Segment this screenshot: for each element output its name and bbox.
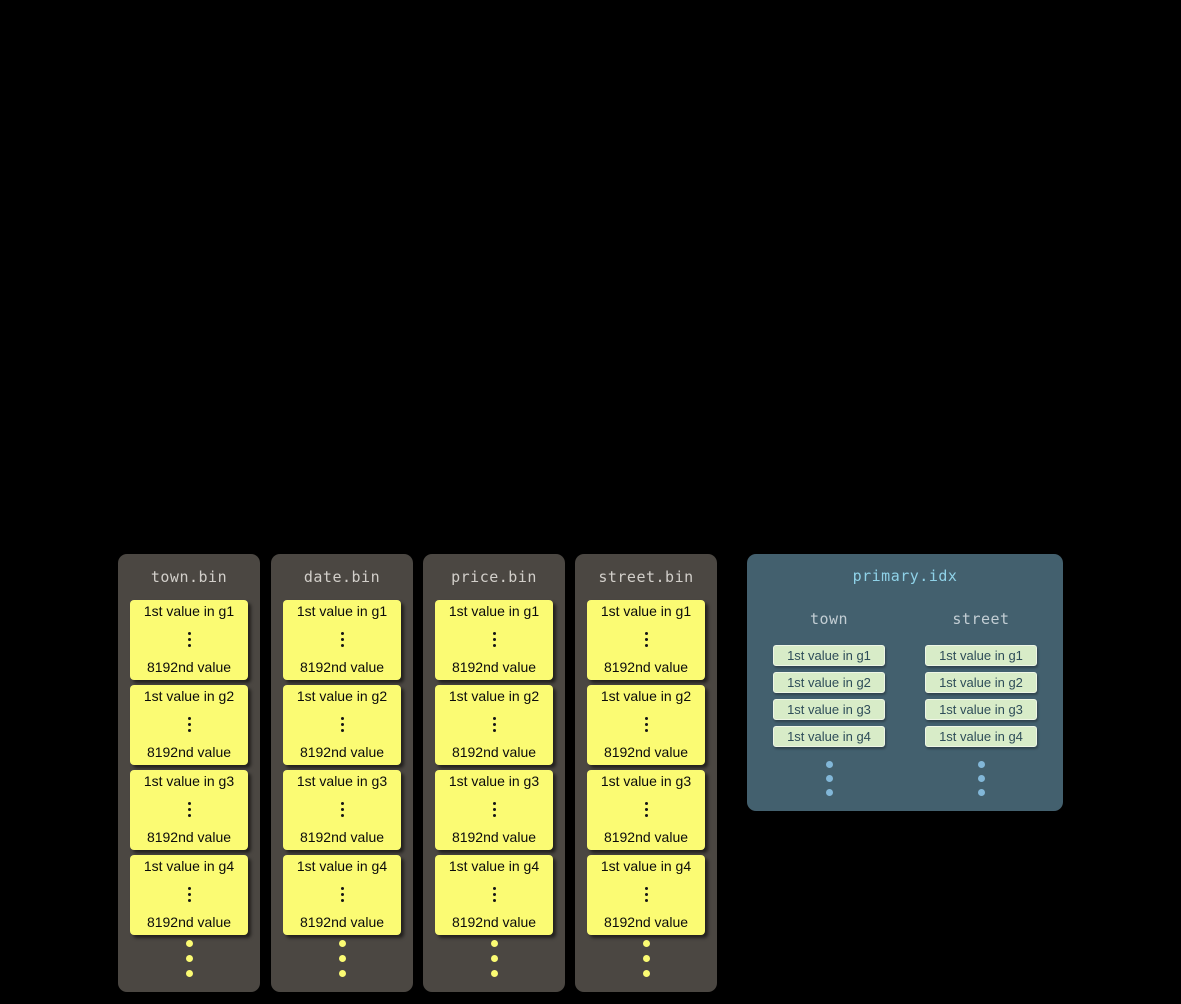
granule-card: 1st value in g4 8192nd value — [130, 855, 248, 935]
granule-first-value: 1st value in g3 — [448, 773, 540, 789]
granule-last-value: 8192nd value — [146, 659, 232, 675]
bin-file-title: street.bin — [598, 568, 694, 586]
granule-card: 1st value in g2 8192nd value — [435, 685, 553, 765]
bin-file-town: town.bin 1st value in g1 8192nd value 1s… — [118, 554, 260, 992]
vertical-ellipsis-icon — [644, 801, 648, 817]
vertical-ellipsis-icon — [340, 631, 344, 647]
granule-first-value: 1st value in g1 — [143, 603, 235, 619]
index-column-street: street 1st value in g1 1st value in g2 1… — [911, 610, 1051, 796]
granule-last-value: 8192nd value — [451, 829, 537, 845]
bin-file-title: price.bin — [451, 568, 537, 586]
more-granules-icon — [271, 940, 413, 977]
vertical-ellipsis-icon — [644, 631, 648, 647]
granule-last-value: 8192nd value — [299, 659, 385, 675]
granule-last-value: 8192nd value — [451, 914, 537, 930]
granule-last-value: 8192nd value — [603, 744, 689, 760]
index-entry: 1st value in g1 — [925, 645, 1037, 666]
granule-card: 1st value in g2 8192nd value — [587, 685, 705, 765]
index-entry: 1st value in g3 — [925, 699, 1037, 720]
granule-last-value: 8192nd value — [146, 829, 232, 845]
bin-file-title: date.bin — [303, 568, 381, 586]
more-granules-icon — [423, 940, 565, 977]
granule-last-value: 8192nd value — [603, 829, 689, 845]
primary-index-panel: primary.idx town 1st value in g1 1st val… — [747, 554, 1063, 811]
granule-first-value: 1st value in g2 — [448, 688, 540, 704]
vertical-ellipsis-icon — [340, 886, 344, 902]
granule-list: 1st value in g1 8192nd value 1st value i… — [587, 600, 705, 935]
granule-first-value: 1st value in g4 — [143, 858, 235, 874]
index-entry: 1st value in g4 — [773, 726, 885, 747]
granule-first-value: 1st value in g2 — [143, 688, 235, 704]
more-granules-icon — [118, 940, 260, 977]
index-column-header: town — [809, 610, 849, 628]
granule-card: 1st value in g3 8192nd value — [435, 770, 553, 850]
granule-card: 1st value in g1 8192nd value — [587, 600, 705, 680]
granule-last-value: 8192nd value — [451, 744, 537, 760]
vertical-ellipsis-icon — [492, 886, 496, 902]
granule-first-value: 1st value in g4 — [296, 858, 388, 874]
vertical-ellipsis-icon — [187, 716, 191, 732]
bin-file-street: street.bin 1st value in g1 8192nd value … — [575, 554, 717, 992]
granule-first-value: 1st value in g1 — [600, 603, 692, 619]
more-entries-icon — [977, 761, 985, 796]
granule-first-value: 1st value in g4 — [600, 858, 692, 874]
granule-last-value: 8192nd value — [146, 744, 232, 760]
bin-file-price: price.bin 1st value in g1 8192nd value 1… — [423, 554, 565, 992]
granule-card: 1st value in g1 8192nd value — [283, 600, 401, 680]
vertical-ellipsis-icon — [644, 886, 648, 902]
vertical-ellipsis-icon — [340, 801, 344, 817]
index-entry: 1st value in g3 — [773, 699, 885, 720]
vertical-ellipsis-icon — [187, 886, 191, 902]
granule-first-value: 1st value in g1 — [296, 603, 388, 619]
granule-card: 1st value in g3 8192nd value — [587, 770, 705, 850]
index-entry: 1st value in g2 — [925, 672, 1037, 693]
more-entries-icon — [825, 761, 833, 796]
index-entry: 1st value in g1 — [773, 645, 885, 666]
granule-last-value: 8192nd value — [603, 659, 689, 675]
granule-list: 1st value in g1 8192nd value 1st value i… — [130, 600, 248, 935]
granule-card: 1st value in g4 8192nd value — [587, 855, 705, 935]
granule-card: 1st value in g2 8192nd value — [283, 685, 401, 765]
vertical-ellipsis-icon — [340, 716, 344, 732]
vertical-ellipsis-icon — [492, 716, 496, 732]
vertical-ellipsis-icon — [187, 631, 191, 647]
granule-first-value: 1st value in g3 — [143, 773, 235, 789]
index-entry: 1st value in g4 — [925, 726, 1037, 747]
more-granules-icon — [575, 940, 717, 977]
granule-first-value: 1st value in g2 — [296, 688, 388, 704]
granule-card: 1st value in g2 8192nd value — [130, 685, 248, 765]
index-column-header: street — [952, 610, 1010, 628]
index-entry: 1st value in g2 — [773, 672, 885, 693]
granule-last-value: 8192nd value — [299, 829, 385, 845]
vertical-ellipsis-icon — [492, 801, 496, 817]
granule-last-value: 8192nd value — [299, 744, 385, 760]
granule-last-value: 8192nd value — [299, 914, 385, 930]
granule-first-value: 1st value in g4 — [448, 858, 540, 874]
granule-card: 1st value in g4 8192nd value — [435, 855, 553, 935]
vertical-ellipsis-icon — [492, 631, 496, 647]
granule-card: 1st value in g1 8192nd value — [435, 600, 553, 680]
granule-card: 1st value in g4 8192nd value — [283, 855, 401, 935]
granule-list: 1st value in g1 8192nd value 1st value i… — [283, 600, 401, 935]
granule-card: 1st value in g3 8192nd value — [130, 770, 248, 850]
granule-first-value: 1st value in g3 — [296, 773, 388, 789]
granule-last-value: 8192nd value — [146, 914, 232, 930]
granule-list: 1st value in g1 8192nd value 1st value i… — [435, 600, 553, 935]
granule-last-value: 8192nd value — [451, 659, 537, 675]
bin-file-date: date.bin 1st value in g1 8192nd value 1s… — [271, 554, 413, 992]
granule-first-value: 1st value in g2 — [600, 688, 692, 704]
granule-first-value: 1st value in g3 — [600, 773, 692, 789]
vertical-ellipsis-icon — [644, 716, 648, 732]
primary-index-title: primary.idx — [852, 567, 958, 585]
index-column-town: town 1st value in g1 1st value in g2 1st… — [759, 610, 899, 796]
bin-file-title: town.bin — [150, 568, 228, 586]
granule-first-value: 1st value in g1 — [448, 603, 540, 619]
granule-last-value: 8192nd value — [603, 914, 689, 930]
granule-card: 1st value in g1 8192nd value — [130, 600, 248, 680]
vertical-ellipsis-icon — [187, 801, 191, 817]
granule-card: 1st value in g3 8192nd value — [283, 770, 401, 850]
